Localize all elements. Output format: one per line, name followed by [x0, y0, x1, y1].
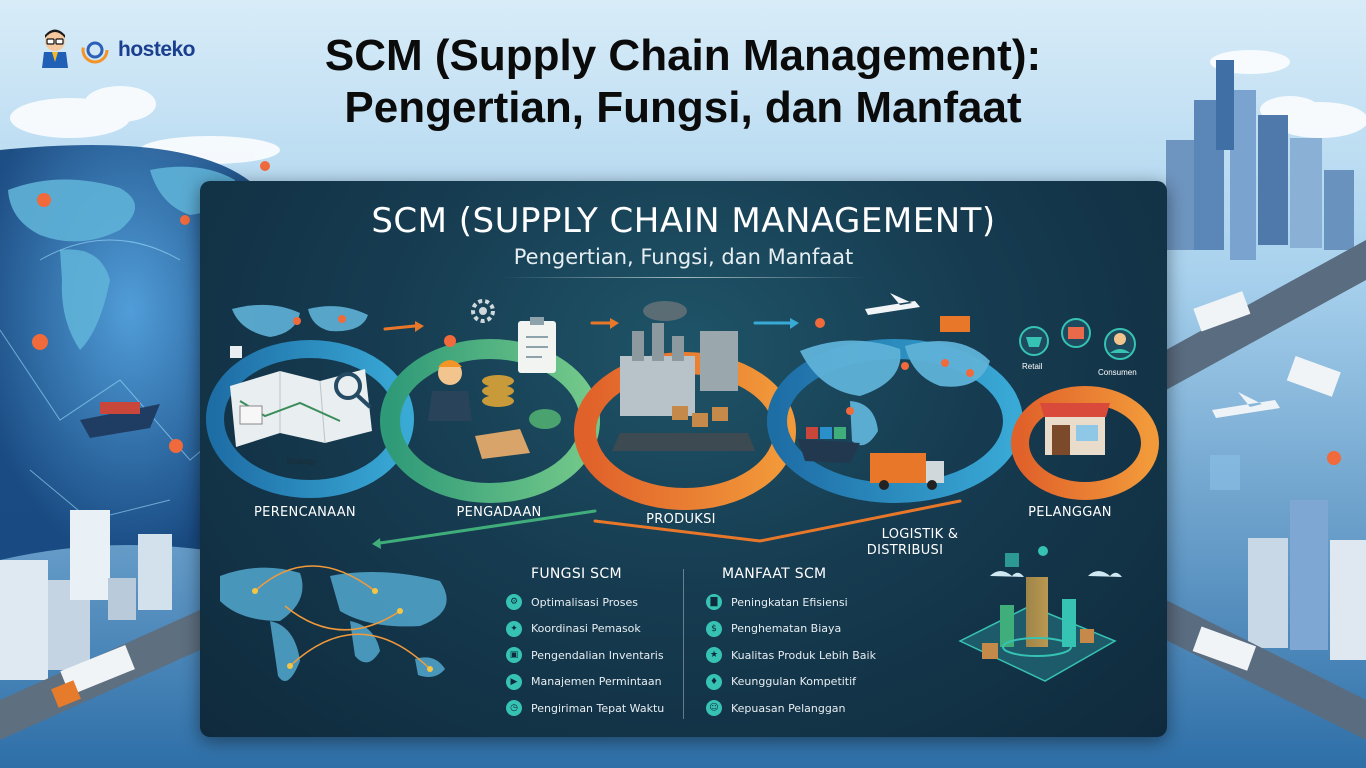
ring-perencanaan: [206, 340, 414, 498]
infographic-panel: SCM (SUPPLY CHAIN MANAGEMENT) Pengertian…: [200, 181, 1167, 737]
airplane-icon: [865, 293, 920, 315]
small-truck-icon: [940, 316, 970, 332]
cloud-icon-2: [1088, 571, 1122, 577]
consumer-avatar-icon: [1104, 328, 1136, 360]
fungsi-item-label: Manajemen Permintaan: [531, 675, 662, 689]
ring-pelanggan: [1011, 386, 1159, 500]
fungsi-item: ▶ Manajemen Permintaan: [506, 669, 681, 696]
bar-chart-icon: ▇: [706, 594, 722, 611]
stage-label-perencanaan: PERENCANAAN: [254, 505, 356, 520]
shop-store-icon: [1040, 403, 1110, 455]
fungsi-item: ◷ Pengiriman Tepat Waktu: [506, 695, 681, 722]
home-icon: [230, 346, 242, 358]
fungsi-item-label: Optimalisasi Proses: [531, 595, 639, 609]
contract-clipboard-icon: [518, 317, 556, 373]
page-title-line-1: SCM (Supply Chain Management):: [324, 31, 1042, 80]
manfaat-item: ♦ Keunggulan Kompetitif: [706, 669, 906, 696]
manfaat-item-label: Peningkatan Efisiensi: [731, 595, 848, 609]
manfaat-item: ★ Kualitas Produk Lebih Baik: [706, 642, 906, 669]
fungsi-heading: FUNGSI SCM: [531, 566, 622, 582]
clock-icon: ◷: [506, 700, 522, 717]
happy-customer-icon: ☺: [706, 700, 722, 717]
cloud-icon: [990, 571, 1024, 577]
panel-divider: [500, 277, 867, 278]
fungsi-item: ⚙ Optimalisasi Proses: [506, 589, 681, 616]
consumen-label: Consumen: [1098, 368, 1137, 377]
world-map-small: [232, 304, 368, 337]
manfaat-list: ▇ Peningkatan Efisiensi $ Penghematan Biaya…: [706, 589, 906, 722]
truck-icon: ▶: [506, 673, 522, 690]
brand-name: hosteko: [118, 38, 196, 61]
procurement-worker-icon: [428, 360, 472, 421]
manfaat-heading: MANFAAT SCM: [722, 566, 827, 582]
manfaat-item-label: Keunggulan Kompetitif: [731, 675, 857, 689]
retail-label: Retail: [1022, 362, 1043, 371]
right-buildings: [1166, 60, 1366, 660]
manfaat-item-label: Penghematan Biaya: [731, 622, 842, 636]
gear-icon: ⚙: [506, 594, 522, 611]
resource-icon: [529, 409, 561, 429]
planning-map-icon: [230, 369, 372, 447]
manfaat-item-label: Kepuasan Pelanggan: [731, 701, 846, 715]
cargo-ship-icon: [798, 427, 860, 463]
page-title: SCM (Supply Chain Management): Pengertia…: [200, 30, 1166, 134]
fungsi-item-label: Koordinasi Pemasok: [531, 622, 641, 636]
swirl-logo-icon: [81, 36, 109, 64]
left-buildings: [0, 510, 172, 680]
stage-label-produksi: PRODUKSI: [646, 512, 716, 527]
fungsi-item: ▣ Pengendalian Inventaris: [506, 642, 681, 669]
delivery-truck-icon: [870, 453, 944, 490]
fungsi-item: ✦ Koordinasi Pemasok: [506, 616, 681, 643]
retail-cart-icon: [1019, 326, 1049, 356]
strategy-label: Strategy: [286, 457, 316, 466]
factory-icon: [612, 301, 755, 451]
manfaat-item: ▇ Peningkatan Efisiensi: [706, 589, 906, 616]
stage-label-pelanggan: PELANGGAN: [1028, 505, 1112, 520]
materials-icon: [475, 429, 530, 459]
fungsi-item-label: Pengiriman Tepat Waktu: [531, 701, 665, 715]
fungsi-list: ⚙ Optimalisasi Proses ✦ Koordinasi Pemasok ▣…: [506, 589, 681, 722]
fungsi-item-label: Pengendalian Inventaris: [531, 648, 664, 662]
analytics-platform-icon: [958, 546, 1122, 682]
dollar-icon: $: [706, 620, 722, 637]
medal-icon: ★: [706, 647, 722, 664]
brand-logo[interactable]: hosteko: [38, 28, 196, 72]
stage-label-pengadaan: PENGADAAN: [456, 505, 542, 520]
page-title-line-2: Pengertian, Fungsi, dan Manfaat: [344, 83, 1022, 132]
manfaat-item: $ Penghematan Biaya: [706, 616, 906, 643]
supply-chain-flow-diagram: [206, 293, 1159, 682]
stage-label-logistik-line1: LOGISTIK &: [881, 527, 959, 542]
panel-subtitle: Pengertian, Fungsi, dan Manfaat: [513, 245, 854, 269]
manfaat-item: ☺ Kepuasan Pelanggan: [706, 695, 906, 722]
manfaat-item-label: Kualitas Produk Lebih Baik: [731, 648, 876, 662]
mascot-icon: [42, 29, 68, 68]
settings-gear-icon: [471, 299, 495, 323]
global-network-map: [220, 565, 447, 681]
column-divider: [683, 569, 684, 719]
coin-stack-icon: [482, 375, 514, 407]
stage-label-logistik-line2: DISTRIBUSI: [866, 543, 944, 558]
trophy-icon: ♦: [706, 673, 722, 690]
box-icon: ▣: [506, 647, 522, 664]
retail-store-icon: [1061, 318, 1091, 348]
panel-title: SCM (SUPPLY CHAIN MANAGEMENT): [371, 201, 996, 241]
handshake-icon: ✦: [506, 620, 522, 637]
